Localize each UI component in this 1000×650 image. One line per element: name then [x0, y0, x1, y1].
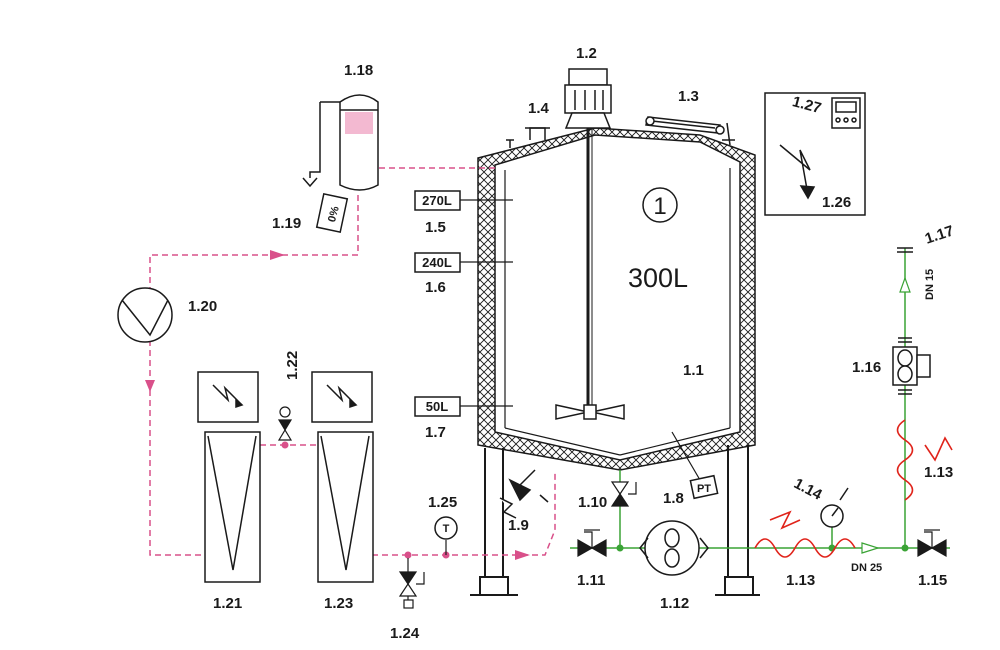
label-1-2: 1.2: [576, 45, 597, 62]
level-mark-50: 50L 1.7: [414, 396, 513, 441]
column-1-23: [311, 371, 374, 583]
percent-tag: 0%: [315, 192, 349, 234]
valve-1-15: [917, 529, 947, 558]
cooling-pump: [117, 287, 173, 343]
label-1-13a: 1.13: [786, 572, 815, 589]
svg-text:PT: PT: [697, 483, 711, 495]
label-1-16: 1.16: [852, 359, 881, 376]
pressure-gauge: [820, 487, 849, 528]
label-1-12: 1.12: [660, 595, 689, 612]
tank-legs: [470, 445, 760, 596]
label-dn15: DN 15: [924, 269, 936, 300]
agitator-motor: [555, 68, 625, 420]
pipe-end-1-17: [897, 247, 913, 253]
label-1-13b: 1.13: [924, 464, 953, 481]
heater-horizontal: [754, 510, 856, 558]
svg-text:1.5: 1.5: [425, 219, 446, 236]
label-1-27: 1.27: [790, 93, 823, 117]
tank-insulation: [477, 127, 756, 471]
cooling-line: [149, 167, 556, 556]
label-1-20: 1.20: [188, 298, 217, 315]
valve-1-10: [610, 481, 637, 507]
svg-text:50L: 50L: [426, 399, 448, 414]
safety-valve: [499, 469, 549, 519]
valve-1-11: [577, 529, 607, 558]
valve-1-22: [277, 406, 293, 441]
label-1-18: 1.18: [344, 62, 373, 79]
tank-number-badge: 1: [642, 187, 678, 223]
label-1-9: 1.9: [508, 517, 529, 534]
heater-vertical: [896, 419, 953, 501]
label-1-23: 1.23: [324, 595, 353, 612]
label-1-24: 1.24: [390, 625, 420, 642]
cooling-flow-arrows: [145, 250, 530, 560]
svg-text:240L: 240L: [422, 255, 452, 270]
label-1-21: 1.21: [213, 595, 242, 612]
label-1-10: 1.10: [578, 494, 607, 511]
product-pump: [639, 520, 709, 576]
svg-text:270L: 270L: [422, 193, 452, 208]
manhole-lid: [645, 116, 735, 146]
product-line: [570, 248, 950, 549]
label-1-22: 1.22: [284, 351, 301, 380]
temperature-sensor: T: [434, 516, 458, 555]
control-panel: [764, 92, 866, 216]
label-1-15: 1.15: [918, 572, 947, 589]
label-1-25: 1.25: [428, 494, 457, 511]
label-dn25: DN 25: [851, 562, 882, 574]
pressure-transmitter: PT: [671, 431, 719, 500]
label-1-17: 1.17: [923, 222, 956, 247]
label-1-8: 1.8: [663, 490, 684, 507]
level-mark-240: 240L 1.6: [414, 252, 513, 296]
product-flow-arrows: [861, 276, 911, 554]
svg-text:0%: 0%: [326, 205, 342, 224]
label-1-1: 1.1: [683, 362, 704, 379]
label-1-3: 1.3: [678, 88, 699, 105]
svg-text:1.7: 1.7: [425, 424, 446, 441]
svg-text:T: T: [443, 523, 450, 535]
tank-capacity: 300L: [628, 263, 688, 293]
flow-meter: [892, 337, 931, 395]
svg-text:1.6: 1.6: [425, 279, 446, 296]
valve-1-24: [398, 558, 425, 609]
label-1-19: 1.19: [272, 215, 301, 232]
svg-text:1: 1: [653, 193, 666, 220]
dryer-vessel: [302, 94, 379, 191]
level-mark-270: 270L 1.5: [414, 190, 513, 236]
label-1-11: 1.11: [577, 572, 605, 589]
label-1-26: 1.26: [822, 194, 851, 211]
column-1-21: [197, 371, 261, 583]
vent-nozzle: [506, 127, 550, 148]
label-1-14: 1.14: [791, 475, 825, 504]
label-1-4: 1.4: [528, 100, 550, 117]
